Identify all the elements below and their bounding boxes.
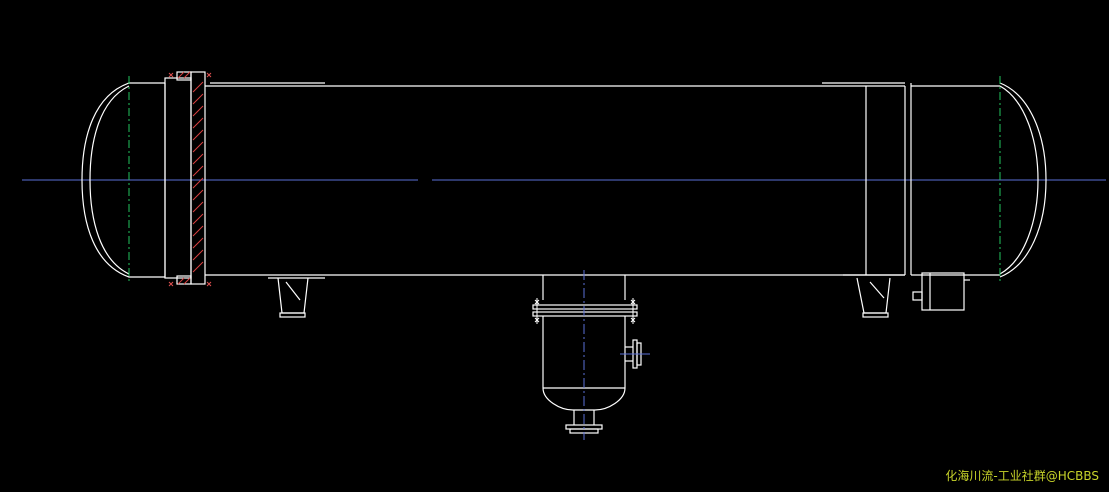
right-nozzle bbox=[912, 272, 970, 311]
flange-hatch bbox=[177, 71, 204, 285]
vessel-shell bbox=[205, 82, 1000, 276]
watermark-text: 化海川流-工业社群@HCBBS bbox=[945, 469, 1099, 483]
right-saddle-support bbox=[856, 277, 891, 318]
left-saddle-support bbox=[268, 277, 325, 318]
side-nozzle bbox=[620, 339, 650, 369]
left-flange bbox=[164, 71, 206, 285]
flange-bolt-marks bbox=[168, 72, 212, 287]
right-head bbox=[999, 82, 1047, 278]
drain-pot-bolts bbox=[534, 298, 636, 324]
